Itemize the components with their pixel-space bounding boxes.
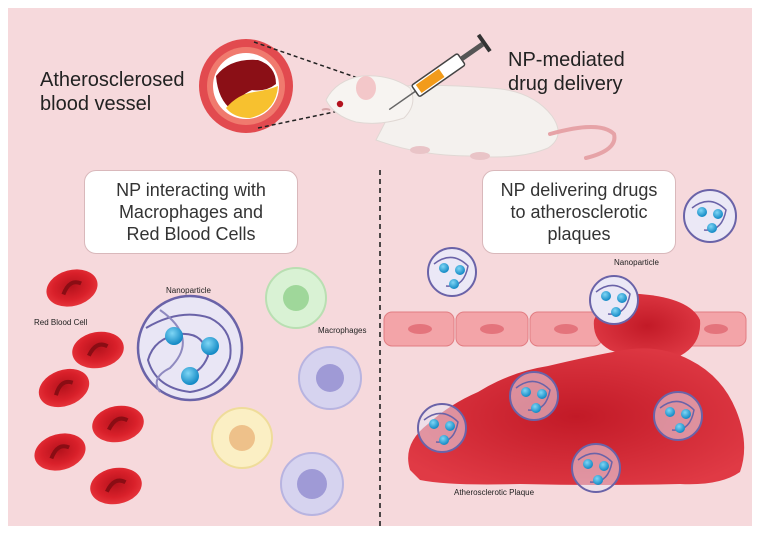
delivery-label-line1: NP-mediated bbox=[508, 49, 625, 71]
left-caption-line3: Red Blood Cells bbox=[126, 224, 256, 244]
vessel-label-line1: Atherosclerosed bbox=[40, 69, 185, 91]
right-panel-caption: NP delivering drugs to atherosclerotic p… bbox=[482, 170, 676, 254]
syringe-illustration bbox=[388, 33, 492, 111]
vessel-cross-section bbox=[199, 39, 293, 133]
red-blood-cells bbox=[34, 269, 144, 505]
left-caption-line2: Macrophages and bbox=[118, 202, 264, 222]
rbc-label: Red Blood Cell bbox=[34, 318, 88, 327]
mouse-illustration bbox=[321, 75, 617, 160]
nanoparticle-large bbox=[136, 294, 244, 402]
nanoparticle-label-right: Nanoparticle bbox=[614, 258, 659, 267]
vessel-label-line2: blood vessel bbox=[40, 93, 152, 115]
macrophages bbox=[211, 267, 362, 516]
delivery-label-line2: drug delivery bbox=[508, 73, 623, 95]
right-caption-line2: to atherosclerotic bbox=[510, 202, 648, 222]
zoom-line-top bbox=[253, 41, 359, 79]
left-caption-line1: NP interacting with bbox=[116, 180, 266, 200]
nanoparticles-small bbox=[417, 189, 737, 493]
macrophages-label: Macrophages bbox=[318, 326, 367, 335]
nanoparticle-label-left: Nanoparticle bbox=[166, 286, 211, 295]
plaque-label: Atherosclerotic Plaque bbox=[454, 488, 535, 497]
right-caption-line3: plaques bbox=[547, 224, 611, 244]
zoom-line-bottom bbox=[257, 103, 373, 129]
left-panel-caption: NP interacting with Macrophages and Red … bbox=[84, 170, 298, 254]
right-caption-line1: NP delivering drugs bbox=[500, 180, 658, 200]
